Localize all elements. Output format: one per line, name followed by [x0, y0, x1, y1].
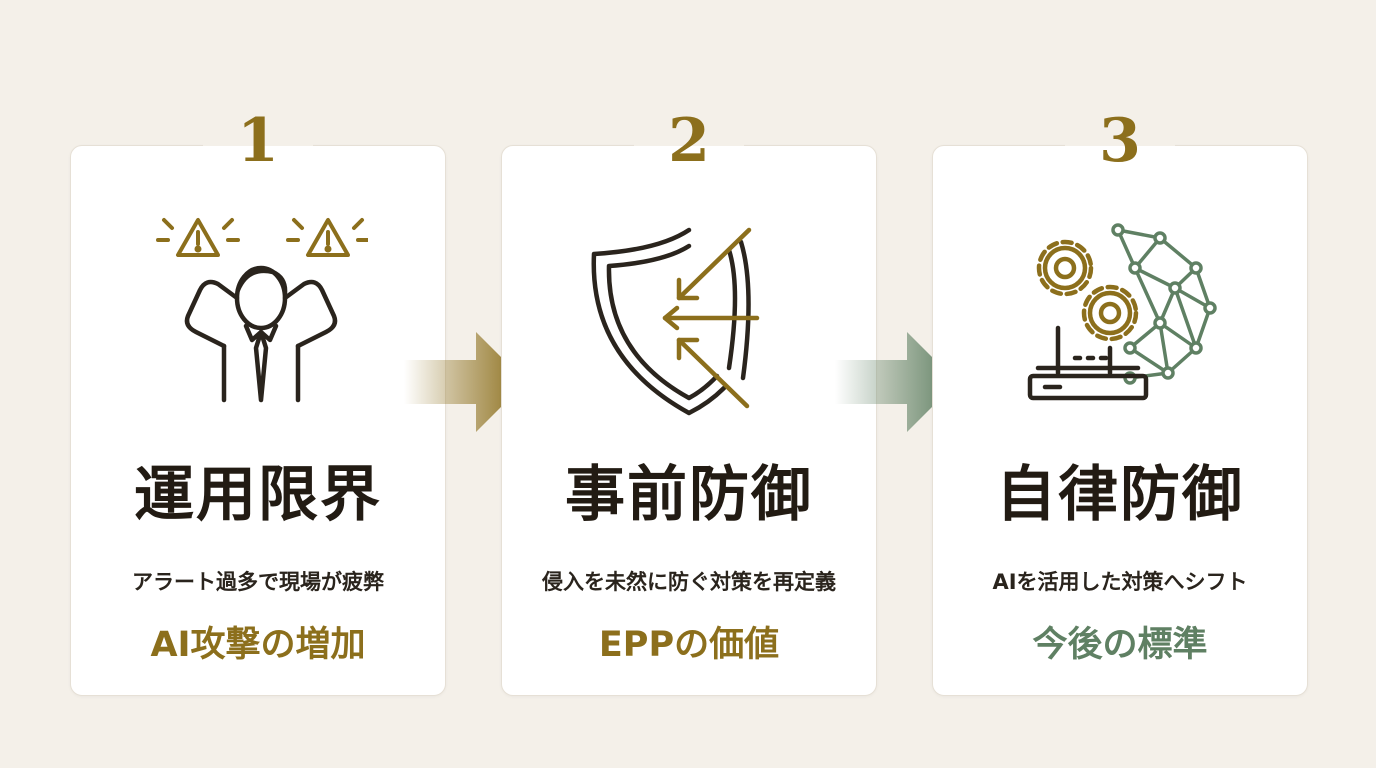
- shield-blocking-arrows-icon: [579, 208, 799, 428]
- step-number: 1: [203, 106, 313, 176]
- step-title: 事前防御: [565, 460, 813, 530]
- step-description: AIを活用した対策へシフト: [992, 570, 1248, 594]
- step-description: アラート過多で現場が疲弊: [132, 570, 384, 594]
- arrow-right-icon: [404, 332, 526, 432]
- step-title: 運用限界: [134, 460, 382, 530]
- step-number: 3: [1065, 106, 1175, 176]
- step-card-2: 2 事前防御 侵入を未然に防ぐ対策を再定義 EPPの価値: [501, 106, 877, 696]
- step-description: 侵入を未然に防ぐ対策を再定義: [542, 570, 836, 594]
- step-number: 2: [634, 106, 744, 176]
- stressed-person-with-alerts-icon: [148, 208, 368, 428]
- step-title: 自律防御: [996, 460, 1244, 530]
- step-card-3: 3: [932, 106, 1308, 696]
- step-tag: EPPの価値: [598, 625, 780, 665]
- arrow-right-icon: [835, 332, 957, 432]
- gears-network-router-icon: [1010, 208, 1230, 428]
- step-card-1: 1: [70, 106, 446, 696]
- step-tag: AI攻撃の増加: [150, 625, 366, 665]
- step-tag: 今後の標準: [1032, 625, 1208, 665]
